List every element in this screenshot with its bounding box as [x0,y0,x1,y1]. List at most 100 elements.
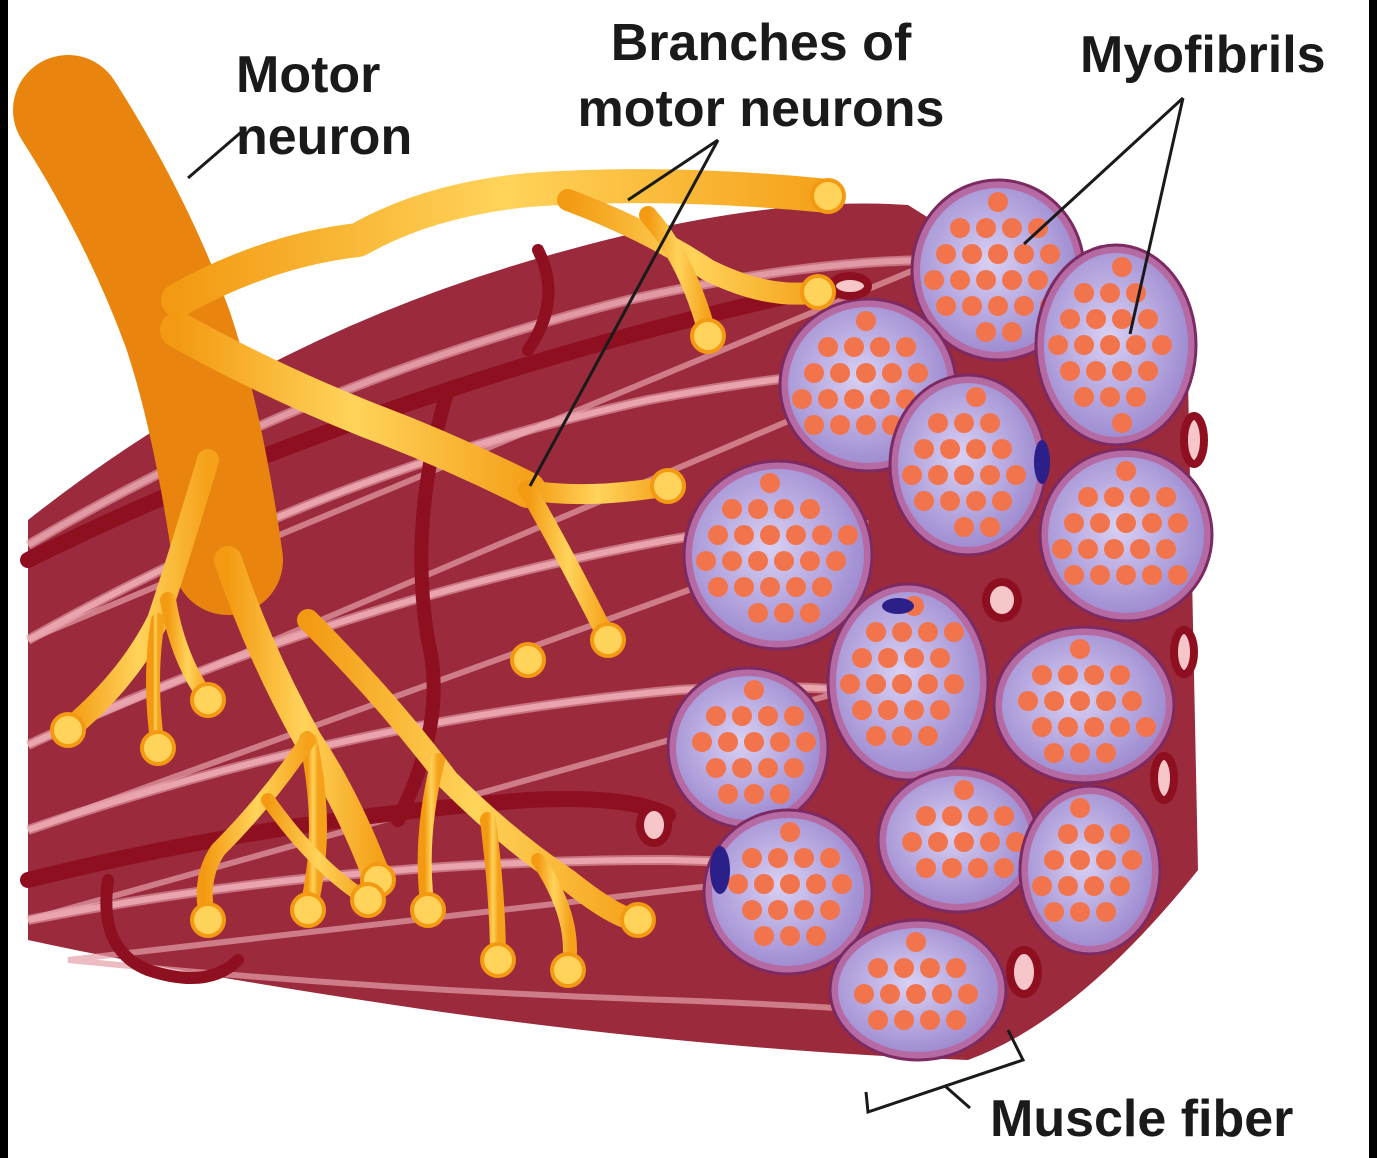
myofibril-dot [940,439,960,459]
myofibril-dot [906,984,926,1004]
myofibril-dot [920,958,940,978]
myofibril-dot [1142,565,1162,585]
myofibril-dot [1044,850,1064,870]
myofibril-dot [966,387,986,407]
myofibril-dot [744,680,764,700]
myofibril-dot [892,622,912,642]
muscle-fiber-section [1036,245,1196,445]
myofibril-dot [1110,824,1130,844]
axon-terminal [802,276,834,308]
branches-label: Branches of motor neurons [546,10,976,142]
capillary-ring [1174,630,1194,674]
myofibril-dot [792,389,812,409]
myofibril-dot [870,389,890,409]
sarcoplasm [1028,794,1152,946]
myofibril-dot [1110,876,1130,896]
myofibril-dot [1058,824,1078,844]
myofibril-dot [1168,513,1188,533]
myofibril-dot [830,363,850,383]
myofibril-dot [1032,665,1052,685]
myofibril-dot [1070,691,1090,711]
axon-terminal [512,644,544,676]
myofibril-dot [944,622,964,642]
myofibril-dot [976,218,996,238]
axon-terminal [552,954,584,986]
myofibril-dot [1044,743,1064,763]
myofibril-dot [1070,798,1090,818]
myofibril-dot [768,848,788,868]
myofibril-dot [1104,539,1124,559]
myofibril-dot [1126,283,1146,303]
myofibril-dot [856,363,876,383]
myofibril-dot [866,674,886,694]
axon-terminal [482,944,514,976]
myofibril-dot [942,806,962,826]
branches-label-line-1: Branches of [546,10,976,76]
myofibril-dot [1126,387,1146,407]
myofibril-dot [954,465,974,485]
myofibril-dot [1122,691,1142,711]
capillary-ring [986,582,1018,618]
myofibril-dot [1152,335,1172,355]
myofibril-dot [966,439,986,459]
myofibril-dot [818,337,838,357]
myofibril-dot [818,389,838,409]
myofibril-dot [1110,717,1130,737]
myofibril-dot [854,984,874,1004]
axon-terminal [192,684,224,716]
axon-terminal [592,624,624,656]
myofibril-dot [904,700,924,720]
myofibril-dot [878,648,898,668]
myofibril-dot [774,603,794,623]
myofibril-dot [832,874,852,894]
myofibril-dot [902,465,922,485]
myofibril-dot [1058,717,1078,737]
myofibril-dot [786,525,806,545]
myofibril-dot [706,758,726,778]
myofibril-dot [820,900,840,920]
branches-label-line-2: motor neurons [546,76,976,142]
myofibril-dot [1084,717,1104,737]
myofibrils-label: Myofibrils [1080,26,1326,84]
myofibril-dot [800,603,820,623]
myofibril-dot [1138,309,1158,329]
myofibril-dot [980,413,1000,433]
myofibril-dot [786,577,806,597]
myofibril-dot [868,1010,888,1030]
myofibril-dot [918,726,938,746]
motor-neuron-label-line-1: Motor [236,44,412,106]
capillary-ring [832,276,868,296]
neuron-branch [153,620,158,748]
myofibril-dot [708,577,728,597]
myofibril-dot [1044,691,1064,711]
myofibril-dot [1116,461,1136,481]
myofibril-dot [954,517,974,537]
myofibril-dot [1112,413,1132,433]
axon-terminal [192,904,224,936]
myofibril-dot [914,439,934,459]
myofibril-dot [1104,487,1124,507]
myofibril-dot [1100,335,1120,355]
myofibril-dot [878,700,898,720]
myofibril-dot [734,525,754,545]
myofibril-dot [748,603,768,623]
capillary-ring [1184,416,1204,464]
myofibril-dot [784,706,804,726]
myofibril-dot [908,363,928,383]
myofibril-dot [1014,244,1034,264]
myofibril-dot [894,958,914,978]
myofibril-dot [760,577,780,597]
capillary-ring [640,807,668,843]
myofibril-dot [994,858,1014,878]
myofibril-dot [1028,218,1048,238]
neuron-branch [308,740,318,910]
axon-terminal [812,180,844,212]
myofibril-dot [1116,513,1136,533]
myofibril-dot [852,700,872,720]
myofibril-dot [780,926,800,946]
myofibril-dot [804,363,824,383]
myofibril-dot [1070,902,1090,922]
myofibril-dot [1014,296,1034,316]
axon-terminal [352,884,384,916]
myofibril-dot [800,551,820,571]
